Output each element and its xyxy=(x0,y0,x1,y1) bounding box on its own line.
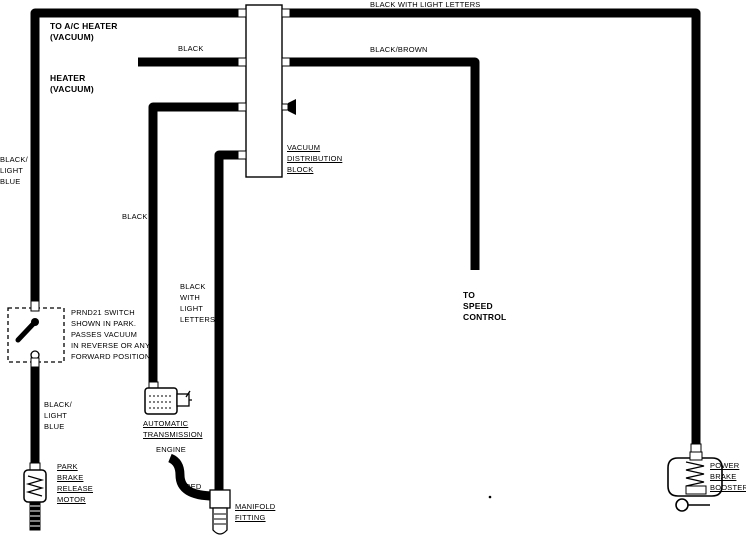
label-mid-hose-2: WITH xyxy=(180,293,200,302)
label-trans-2: TRANSMISSION xyxy=(143,430,203,439)
label-speed-3: CONTROL xyxy=(463,312,507,322)
hose-left-upper xyxy=(30,8,238,305)
label-black-1: BLACK xyxy=(178,44,204,53)
label-ac-heater-1: TO A/C HEATER xyxy=(50,21,118,31)
speck xyxy=(488,495,492,499)
label-booster-1: POWER xyxy=(710,461,740,470)
label-mid-hose-4: LETTERS xyxy=(180,315,216,324)
label-mid-hose-3: LIGHT xyxy=(180,304,204,313)
label-park-4: MOTOR xyxy=(57,495,86,504)
label-booster-2: BRAKE xyxy=(710,472,737,481)
prnd21-switch xyxy=(7,300,65,368)
label-switch-2: SHOWN IN PARK. xyxy=(71,319,137,328)
label-heater-1: HEATER xyxy=(50,73,86,83)
hose-transmission xyxy=(148,102,238,384)
label-engine: ENGINE xyxy=(156,445,186,454)
label-switch-5: FORWARD POSITION xyxy=(71,352,151,361)
automatic-transmission-modulator xyxy=(144,381,192,415)
label-lower-hose-3: BLUE xyxy=(44,422,65,431)
label-black-brown: BLACK/BROWN xyxy=(370,45,428,54)
label-top-hose: BLACK WITH LIGHT LETTERS xyxy=(370,0,481,9)
label-ac-heater-2: (VACUUM) xyxy=(50,32,94,42)
label-left-hose-2: LIGHT xyxy=(0,166,24,175)
label-switch-3: PASSES VACUUM xyxy=(71,330,138,339)
vacuum-distribution-block xyxy=(245,4,283,178)
label-black-2: BLACK xyxy=(122,212,148,221)
label-red: RED xyxy=(185,482,202,491)
label-lower-hose-2: LIGHT xyxy=(44,411,68,420)
capped-port xyxy=(281,99,296,115)
label-speed-1: TO xyxy=(463,290,476,300)
hose-top-right xyxy=(290,8,701,448)
label-park-3: RELEASE xyxy=(57,484,93,493)
label-manifold-1: MANIFOLD xyxy=(235,502,276,511)
label-block-3: BLOCK xyxy=(287,165,314,174)
label-park-2: BRAKE xyxy=(57,473,84,482)
label-trans-1: AUTOMATIC xyxy=(143,419,189,428)
label-switch-4: IN REVERSE OR ANY xyxy=(71,341,151,350)
label-left-hose-3: BLUE xyxy=(0,177,21,186)
manifold-fitting xyxy=(209,489,231,535)
hose-manifold xyxy=(214,150,238,494)
hose-engine-red xyxy=(168,453,215,501)
label-switch-1: PRND21 SWITCH xyxy=(71,308,135,317)
label-block-1: VACUUM xyxy=(287,143,321,152)
park-brake-release-motor xyxy=(23,462,47,531)
label-heater-2: (VACUUM) xyxy=(50,84,94,94)
hose-black-brown xyxy=(290,57,480,270)
label-booster-3: BOOSTER xyxy=(710,483,746,492)
label-lower-hose-1: BLACK/ xyxy=(44,400,72,409)
label-speed-2: SPEED xyxy=(463,301,493,311)
label-block-2: DISTRIBUTION xyxy=(287,154,343,163)
block-nipples xyxy=(237,8,291,160)
power-brake-booster xyxy=(667,451,723,512)
label-manifold-2: FITTING xyxy=(235,513,266,522)
label-left-hose-1: BLACK/ xyxy=(0,155,28,164)
label-park-1: PARK xyxy=(57,462,78,471)
label-mid-hose-1: BLACK xyxy=(180,282,206,291)
